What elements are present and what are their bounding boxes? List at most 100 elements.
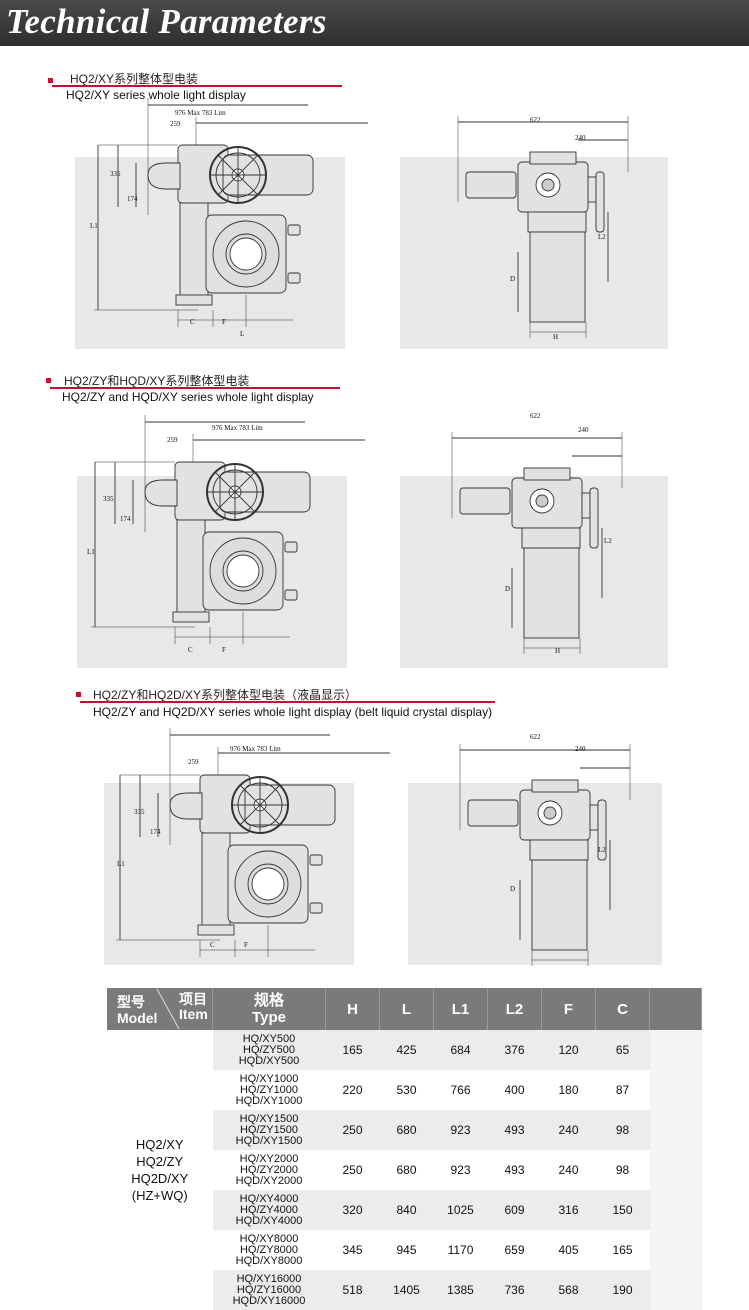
dim-label: D — [505, 585, 511, 593]
section-title-zh: HQ2/XY系列整体型电装 — [70, 72, 199, 86]
header-blank — [649, 988, 702, 1030]
value-cell: 250 — [325, 1110, 380, 1150]
dim-label: C — [188, 646, 193, 654]
model-line: HQ2/XY — [135, 1137, 184, 1152]
dim-label: 259 — [170, 120, 181, 128]
dim-label: L1 — [90, 222, 98, 230]
dim-label: 174 — [127, 195, 138, 203]
parameters-table: 型号 Model 项目 Item 规格 Type H L L1 L2 F C H… — [107, 988, 702, 1310]
value-cell: 165 — [325, 1030, 380, 1070]
value-cell: 923 — [433, 1110, 488, 1150]
blank-cell — [649, 1110, 702, 1150]
dim-label: L1 — [87, 548, 95, 556]
dim-label: 240 — [575, 745, 586, 753]
section-title-zh: HQ2/ZY和HQD/XY系列整体型电装 — [64, 374, 250, 388]
value-cell: 120 — [541, 1030, 596, 1070]
value-cell: 493 — [487, 1110, 542, 1150]
section-heading-2: HQ2/ZY和HQD/XY系列整体型电装 — [64, 372, 249, 389]
dim-label: 240 — [578, 426, 589, 434]
dim-label: 335 — [103, 495, 114, 503]
dim-label: F — [222, 318, 226, 326]
dim-label: 622 — [530, 733, 541, 741]
dim-label: 622 — [530, 116, 541, 124]
dim-label: L2 — [604, 537, 612, 545]
value-cell: 684 — [433, 1030, 488, 1070]
table-header-row: 型号 Model 项目 Item 规格 Type H L L1 L2 F C — [107, 988, 702, 1030]
value-cell: 1170 — [433, 1230, 488, 1270]
section-title-en: HQ2/ZY and HQ2D/XY series whole light di… — [93, 705, 493, 719]
dim-label: 174 — [120, 515, 131, 523]
value-cell: 736 — [487, 1270, 542, 1310]
model-cell: HQ2/XY HQ2/ZY HQ2D/XY (HZ+WQ) — [107, 1030, 213, 1310]
dim-label: L — [240, 330, 245, 338]
section-underline — [52, 85, 342, 87]
blank-cell — [649, 1270, 702, 1310]
dim-label: L1 — [117, 860, 125, 868]
section-subheading-2: HQ2/ZY and HQD/XY series whole light dis… — [62, 390, 314, 404]
value-cell: 923 — [433, 1150, 488, 1190]
blank-cell — [649, 1030, 702, 1070]
header-col: C — [595, 988, 650, 1030]
header-item-zh: 项目 — [179, 991, 207, 1007]
section-heading-3: HQ2/ZY和HQ2D/XY系列整体型电装（液晶显示） — [93, 686, 357, 703]
section-heading-1: HQ2/XY系列整体型电装 — [70, 70, 198, 87]
header-col: F — [541, 988, 596, 1030]
model-line: HQ2/ZY — [136, 1154, 184, 1169]
value-cell: 345 — [325, 1230, 380, 1270]
value-cell: 493 — [487, 1150, 542, 1190]
section-marker — [48, 78, 53, 83]
value-cell: 1025 — [433, 1190, 488, 1230]
side-view-drawing-1 — [457, 115, 629, 339]
section-marker — [76, 692, 81, 697]
front-view-drawing-3 — [115, 727, 391, 958]
value-cell: 180 — [541, 1070, 596, 1110]
section-title-en: HQ2/XY series whole light display — [66, 88, 246, 102]
header-col: L2 — [487, 988, 542, 1030]
blank-cell — [649, 1150, 702, 1190]
value-cell: 320 — [325, 1190, 380, 1230]
front-view-drawing-1 — [93, 97, 369, 328]
value-cell: 1385 — [433, 1270, 488, 1310]
dim-label: 622 — [530, 412, 541, 420]
blank-cell — [649, 1190, 702, 1230]
value-cell: 680 — [379, 1150, 434, 1190]
dim-label: F — [222, 646, 226, 654]
header-col: L — [379, 988, 434, 1030]
value-cell: 945 — [379, 1230, 434, 1270]
model-line: (HZ+WQ) — [131, 1188, 188, 1203]
value-cell: 659 — [487, 1230, 542, 1270]
value-cell: 165 — [595, 1230, 650, 1270]
value-cell: 766 — [433, 1070, 488, 1110]
value-cell: 250 — [325, 1150, 380, 1190]
header-col: L1 — [433, 988, 488, 1030]
value-cell: 376 — [487, 1030, 542, 1070]
dim-label: H — [553, 333, 559, 341]
dim-label: 976 Max 783 Lim — [175, 109, 226, 117]
header-model-item: 型号 Model 项目 Item — [107, 988, 213, 1030]
dim-label: 335 — [134, 808, 145, 816]
header-type-zh: 规格 — [253, 992, 284, 1009]
dim-label: 259 — [188, 758, 199, 766]
value-cell: 240 — [541, 1150, 596, 1190]
value-cell: 530 — [379, 1070, 434, 1110]
value-cell: 609 — [487, 1190, 542, 1230]
dim-label: H — [555, 647, 561, 655]
header-model-en: Model — [117, 1010, 158, 1026]
side-view-drawing-3 — [459, 743, 631, 967]
dim-label: 174 — [150, 828, 161, 836]
side-view-drawing-2 — [451, 431, 623, 655]
value-cell: 1405 — [379, 1270, 434, 1310]
dim-label: L2 — [598, 846, 606, 854]
value-cell: 190 — [595, 1270, 650, 1310]
technical-drawings — [90, 97, 631, 967]
front-view-drawing-2 — [90, 414, 366, 645]
model-line: HQ2D/XY — [131, 1171, 189, 1186]
